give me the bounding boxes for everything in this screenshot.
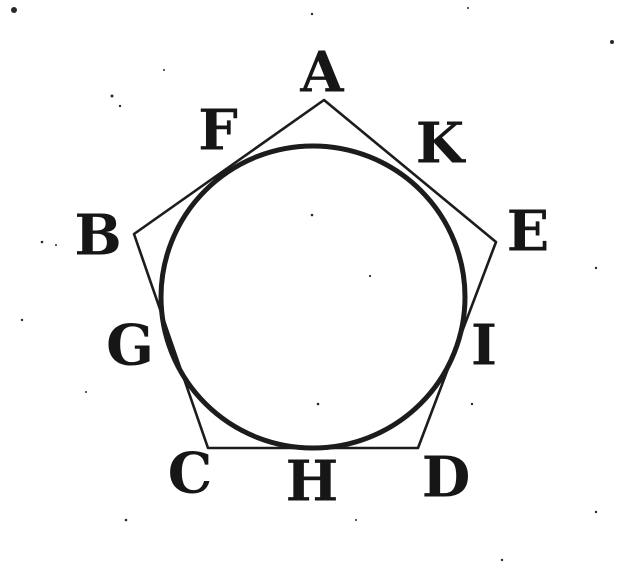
label-e: E <box>507 199 550 265</box>
inscribed-circle <box>158 143 468 451</box>
label-f: F <box>198 98 238 164</box>
label-h: H <box>286 449 339 515</box>
label-i: I <box>471 313 497 379</box>
paper-specks <box>11 7 614 562</box>
label-k: K <box>416 111 467 177</box>
label-d: D <box>422 445 471 511</box>
label-a: A <box>299 40 345 106</box>
label-c: C <box>168 441 213 507</box>
label-b: B <box>74 203 121 269</box>
label-g: G <box>106 313 154 379</box>
